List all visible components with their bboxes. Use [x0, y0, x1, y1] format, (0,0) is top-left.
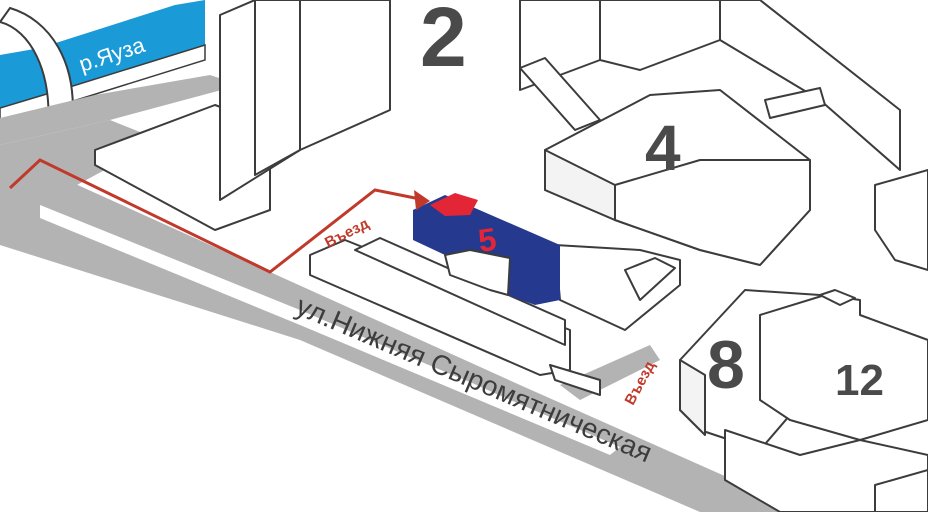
building-number-12: 12	[835, 356, 884, 405]
building-number-2: 2	[420, 0, 467, 84]
building-long	[309, 237, 601, 396]
building-5-highlight	[413, 195, 560, 305]
route-arrow	[414, 190, 430, 210]
building-number-8: 8	[707, 327, 745, 403]
building-number-5: 5	[476, 221, 499, 259]
building-2	[94, 0, 901, 231]
building-number-4: 4	[645, 112, 681, 184]
road-street	[0, 160, 928, 512]
building-5-accent	[430, 193, 478, 216]
road-embankment	[0, 75, 240, 145]
building-4	[519, 57, 826, 266]
access-route	[8, 158, 426, 274]
building-5	[413, 193, 681, 331]
pavement	[40, 205, 620, 455]
building-12	[724, 289, 928, 512]
building-right	[874, 169, 928, 271]
